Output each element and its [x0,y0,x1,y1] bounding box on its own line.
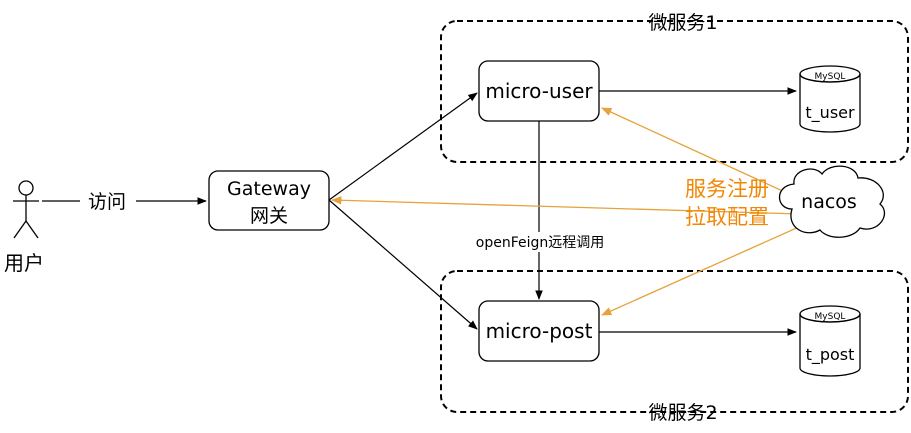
feign-label-bg [460,232,620,252]
visit-edge-label: 访问 [88,191,126,213]
post-db-table-label: t_post [806,345,855,365]
micro-post-node-box [478,300,600,362]
nacos-to-gateway-edge [330,196,801,215]
user-actor-label: 用户 [4,251,44,275]
service2-group-label: 微服务2 [648,402,717,424]
service1-group-box [440,20,909,163]
nacos-cloud-icon [778,165,886,238]
service1-group-label: 微服务1 [648,12,717,34]
nacos-node-label: nacos [801,191,857,213]
micro-user-node-label: micro-user [485,79,593,103]
register-label-line1: 服务注册 [685,177,769,201]
post-db-type-label: MySQL [815,312,846,322]
micro-post-node-label: micro-post [486,319,593,343]
gateway-node-subtitle: 网关 [250,205,288,227]
user-actor-icon [13,180,39,239]
register-label-line2: 拉取配置 [685,205,769,229]
feign-edge-label: openFeign远程调用 [476,235,605,251]
user-database-icon [799,65,861,133]
post-database-icon [799,305,861,377]
nacos-to-post-edge [601,221,811,316]
service2-group-box [440,270,909,413]
gateway-to-user-edge [328,92,478,201]
user-db-table-label: t_user [805,103,855,123]
nacos-to-user-edge [601,107,801,200]
gateway-node-title: Gateway [227,178,311,200]
gateway-to-post-edge [328,199,478,330]
visit-label-bg [80,188,136,214]
user-db-type-label: MySQL [815,72,846,82]
